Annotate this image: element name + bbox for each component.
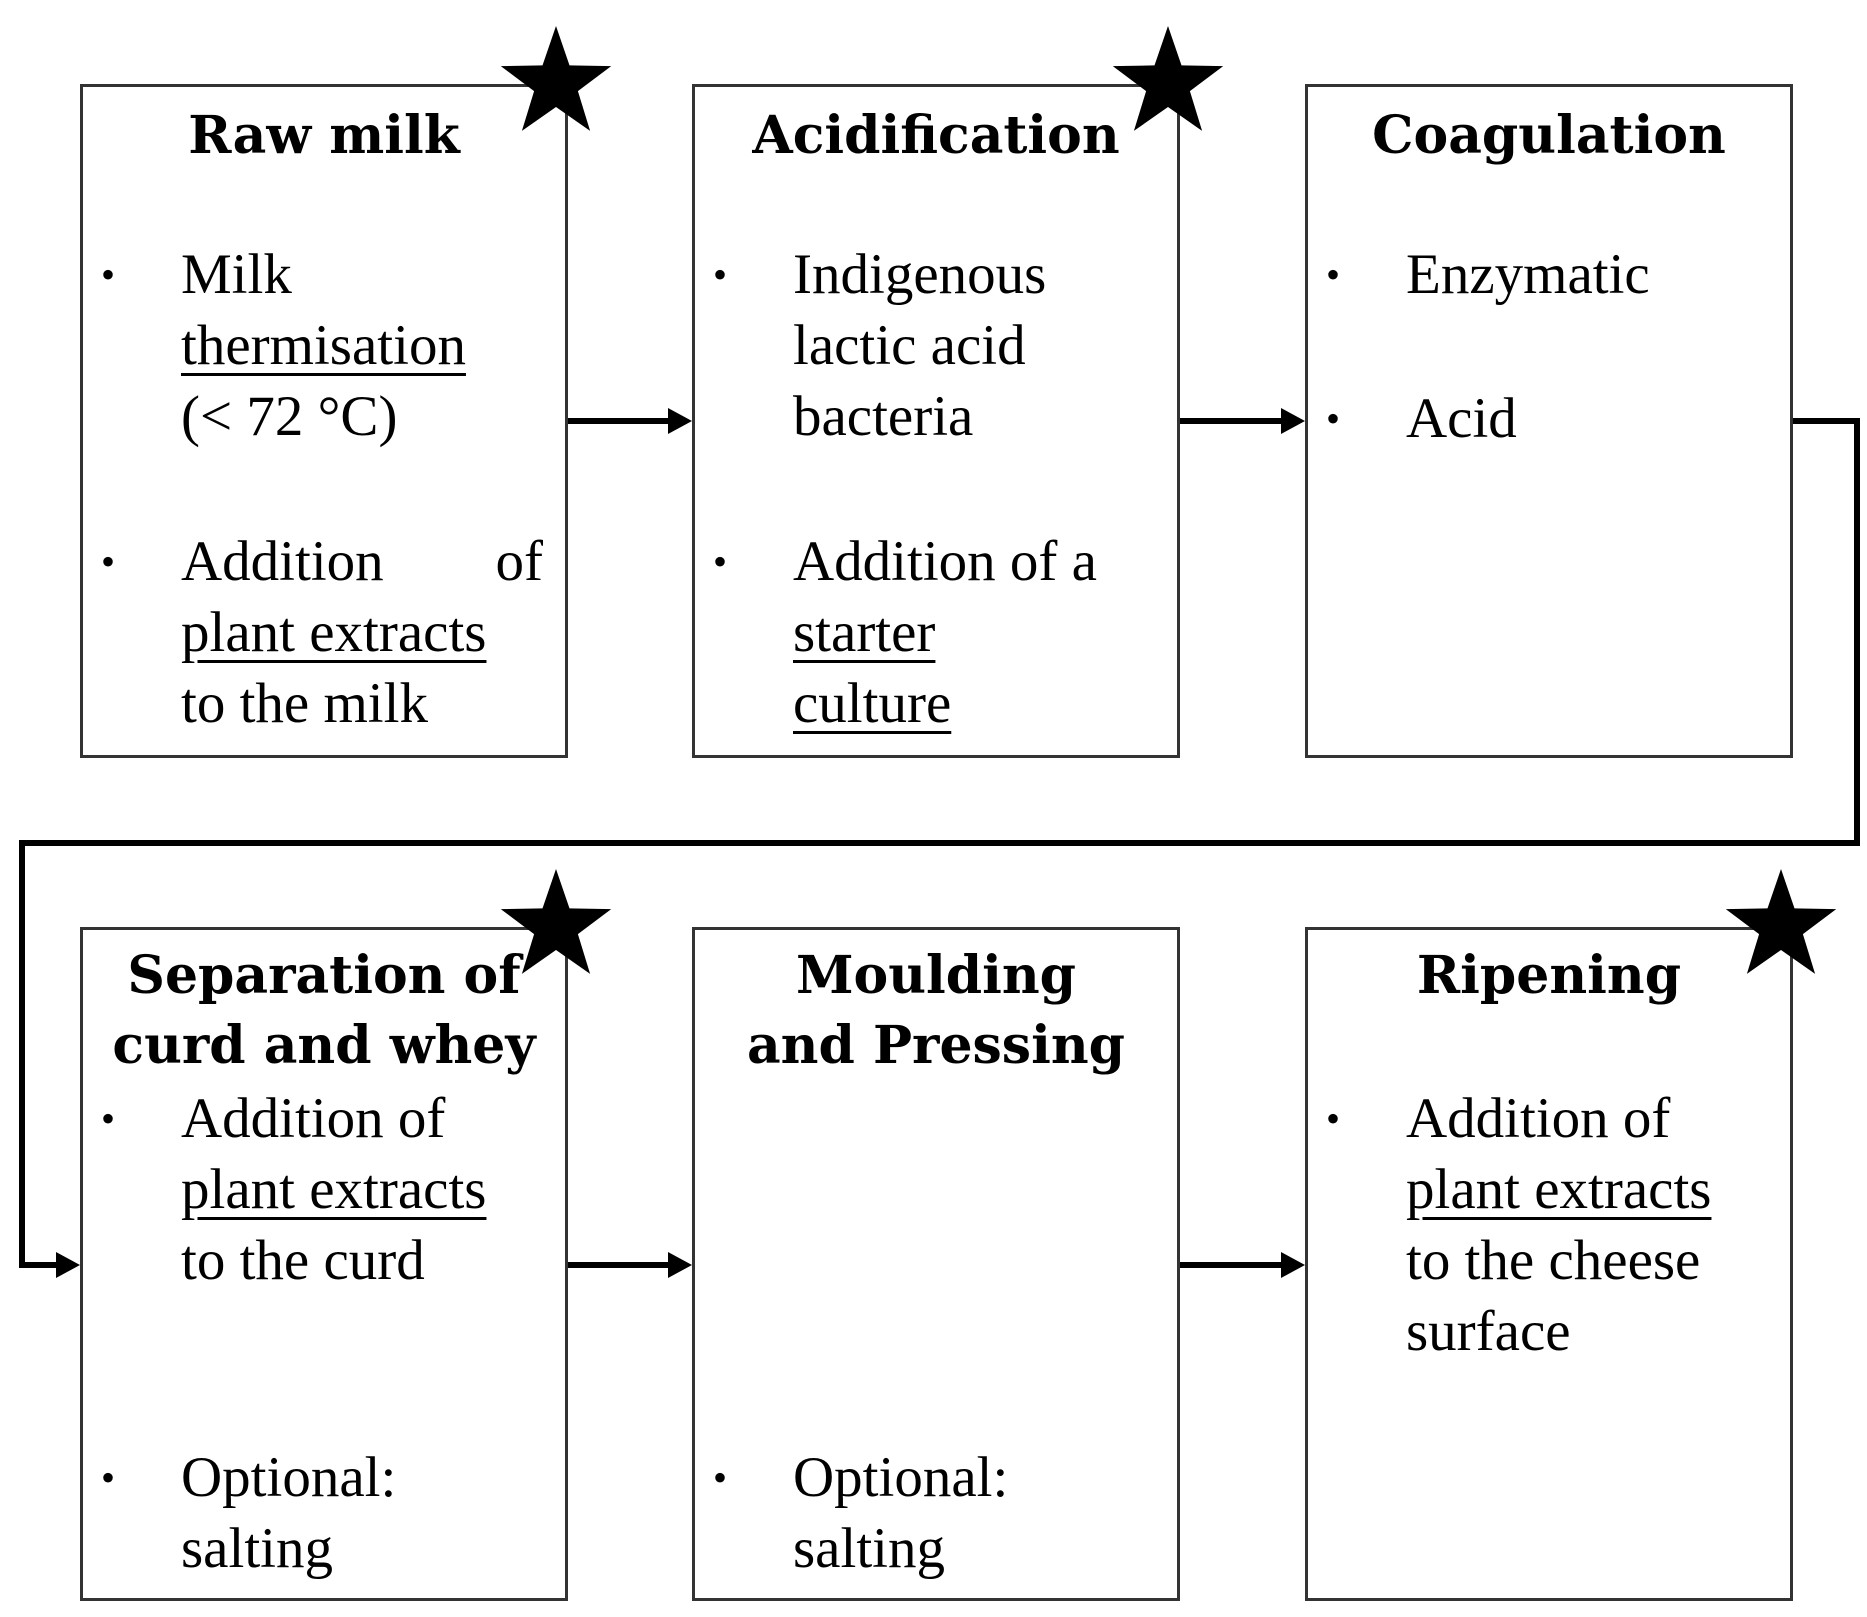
bullet-dot: • bbox=[1326, 396, 1341, 441]
step-ripening: Ripening • Addition of plant extracts to… bbox=[1305, 927, 1793, 1601]
step-title: Coagulation bbox=[1372, 105, 1726, 166]
step-moulding-pressing: Moulding and Pressing • Optional: saltin… bbox=[692, 927, 1180, 1601]
arrowhead-icon bbox=[668, 1252, 692, 1278]
arrowhead-icon bbox=[56, 1252, 80, 1278]
bullet-dot: • bbox=[1326, 1096, 1341, 1141]
star-icon bbox=[500, 26, 612, 131]
arrowhead-icon bbox=[1281, 408, 1305, 434]
step-coagulation: Coagulation • Enzymatic • Acid bbox=[1305, 84, 1793, 758]
arrowhead-icon bbox=[1281, 1252, 1305, 1278]
bullet-dot: • bbox=[101, 252, 116, 297]
bullet-dot: • bbox=[101, 1455, 116, 1500]
step-title: Acidification bbox=[752, 105, 1120, 166]
step-title: Ripening bbox=[1416, 945, 1682, 1006]
word: of bbox=[495, 530, 543, 593]
star-icon bbox=[1725, 869, 1837, 974]
step-title: Raw milk bbox=[188, 105, 460, 166]
step-title: Separation of curd and whey bbox=[112, 945, 536, 1076]
arrowhead-icon bbox=[668, 408, 692, 434]
step-raw-milk: Raw milk • Milk thermisation (< 72 °C) •… bbox=[80, 84, 568, 758]
step-separation-curd-whey: Separation of curd and whey • Addition o… bbox=[80, 927, 568, 1601]
bullet-dot: • bbox=[101, 539, 116, 584]
justified-line: Addition of bbox=[181, 526, 543, 597]
step-acidification: Acidification • Indigenous lactic acid b… bbox=[692, 84, 1180, 758]
bullet-dot: • bbox=[713, 252, 728, 297]
step-title: Moulding and Pressing bbox=[746, 945, 1125, 1076]
bullet-dot: • bbox=[1326, 252, 1341, 297]
star-icon bbox=[500, 869, 612, 974]
connector-coagulation-to-separation bbox=[19, 418, 1860, 1268]
star-icon bbox=[1112, 26, 1224, 131]
bullet-dot: • bbox=[713, 539, 728, 584]
word: Addition bbox=[181, 530, 384, 593]
bullet-dot: • bbox=[713, 1455, 728, 1500]
bullet-dot: • bbox=[101, 1096, 116, 1141]
